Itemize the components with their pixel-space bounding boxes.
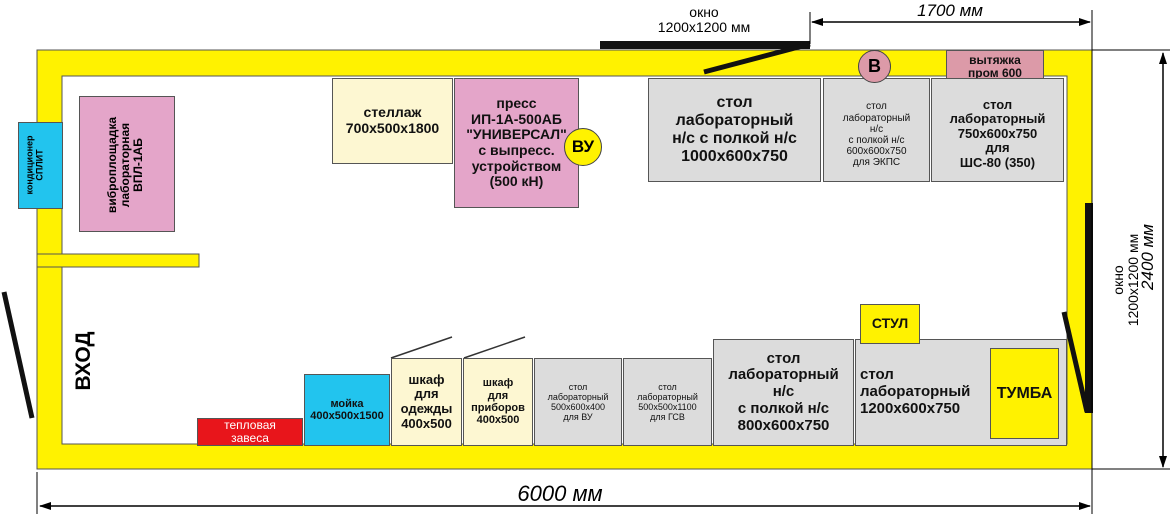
lab-table-vu: стол лабораторный 500x600x400 для ВУ (534, 358, 622, 446)
wardrobe-devices: шкаф для приборов 400x500 (463, 358, 533, 446)
vibration-platform (79, 96, 175, 232)
top-window-frame (600, 41, 810, 49)
press: пресс ИП-1А-500АБ "УНИВЕРСАЛ" с выпресс.… (454, 78, 579, 208)
split-conditioner-label: кондиционер СПЛИТ (24, 135, 45, 195)
sink: мойка 400x500x1500 (304, 374, 390, 446)
lab-table-gsv: стол лабораторный 500x500x1100 для ГСВ (623, 358, 712, 446)
wardrobe-door-clothes (390, 336, 453, 359)
right-window-sash (1061, 311, 1090, 413)
cabinet: ТУМБА (990, 348, 1059, 439)
entrance-label: ВХОД (72, 331, 95, 391)
rack: стеллаж 700x500x1800 (332, 78, 453, 164)
wardrobe-door-devices (463, 336, 526, 359)
lab-table-ekps: стол лабораторный н/с с полкой н/с 600x6… (823, 78, 930, 182)
wardrobe-clothes: шкаф для одежды 400x500 (391, 358, 462, 446)
right-window-frame (1085, 203, 1093, 413)
chair: СТУЛ (860, 304, 920, 344)
lab-table-800: стол лабораторный н/с с полкой н/с 800x6… (713, 339, 854, 446)
heat-curtain: тепловая завеса (197, 418, 303, 446)
dim-width-total-label: 6000 мм (517, 481, 603, 506)
split-conditioner (18, 122, 63, 209)
right-window-label: окно 1200x1200 мм (1110, 233, 1142, 327)
vu-marker: ВУ (564, 128, 602, 166)
top-window-label: окно 1200x1200 мм (657, 4, 751, 35)
entrance-door (1, 291, 35, 419)
partition-wall (36, 253, 200, 268)
lab-table-sh80: стол лабораторный 750x600x750 для ШС-80 … (931, 78, 1064, 182)
dim-width-partial-label: 1700 мм (917, 1, 983, 20)
v-marker: В (858, 50, 891, 83)
lab-table-1000: стол лабораторный н/с с полкой н/с 1000x… (648, 78, 821, 182)
vibration-platform-label: виброплощадка лабораторная ВПЛ-1АБ (105, 116, 146, 214)
top-window-sash (703, 41, 811, 75)
